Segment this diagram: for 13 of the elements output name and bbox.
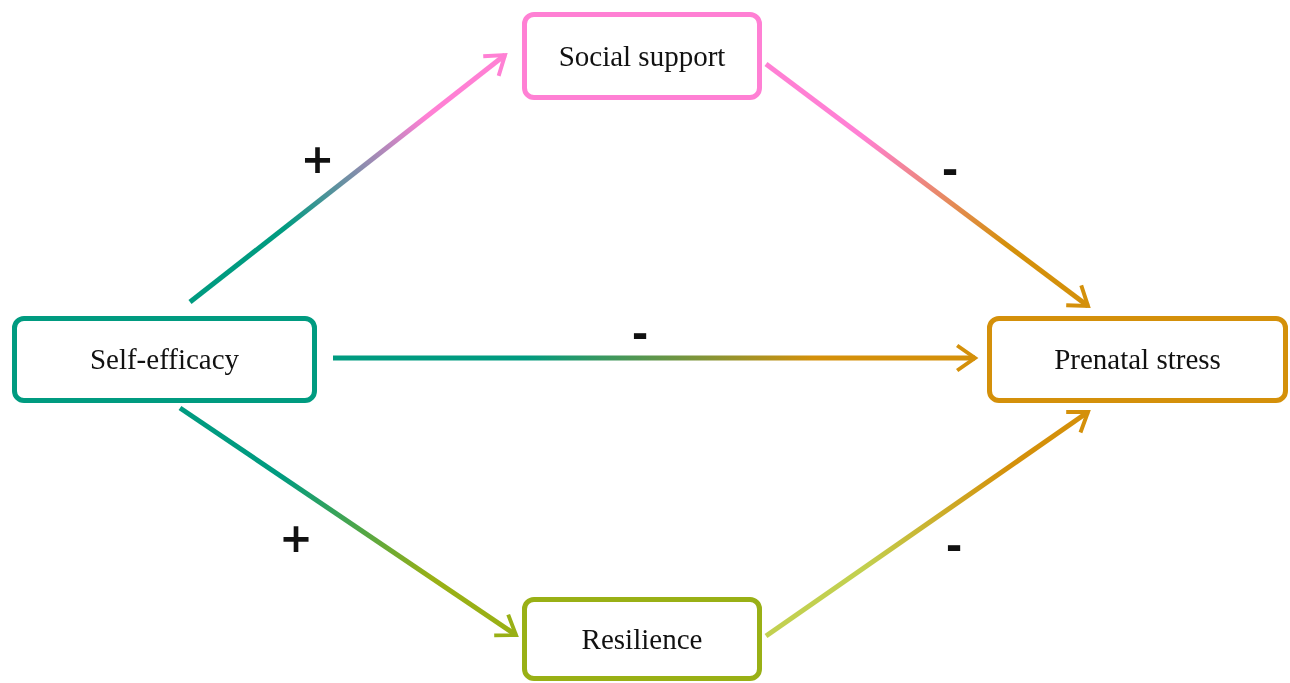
node-label: Social support <box>558 39 726 73</box>
node-box <box>522 12 762 100</box>
node-label: Prenatal stress <box>1054 343 1221 376</box>
arrow <box>764 409 1090 639</box>
arrow <box>178 405 518 638</box>
node-label: Self-efficacy <box>89 343 240 376</box>
node-label: Resilience <box>581 622 703 656</box>
node-box <box>12 316 317 403</box>
arrow <box>188 53 507 304</box>
arrow <box>764 62 1090 308</box>
node-box <box>522 597 762 681</box>
node-box <box>987 316 1288 403</box>
arrow <box>333 343 977 373</box>
